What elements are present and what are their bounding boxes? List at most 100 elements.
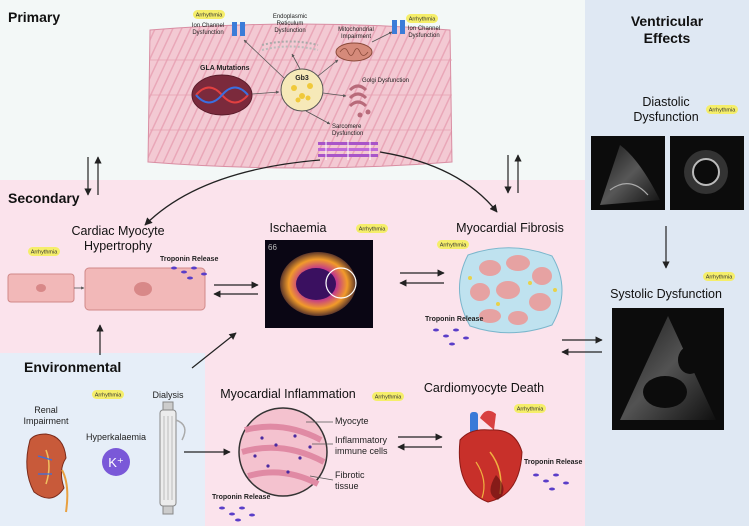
svg-text:Arrhythmia: Arrhythmia	[31, 250, 59, 256]
svg-text:Arrhythmia: Arrhythmia	[359, 227, 387, 233]
fibrosis-arrhythmia-badge: Arrhythmia	[437, 240, 469, 249]
mito-to-ion-right-arrow	[371, 31, 393, 43]
environmental-header: Environmental	[24, 359, 121, 375]
potassium-icon	[102, 448, 130, 476]
svg-text:Arrhythmia: Arrhythmia	[709, 108, 737, 114]
tissue-to-fibrosis-arrow	[379, 151, 498, 213]
hypertrophy-title-1: Cardiac Myocyte	[71, 224, 164, 238]
fibrotic-label-1: Fibrotic	[335, 470, 365, 480]
ion-right-arrhythmia-badge: Arrhythmia	[406, 14, 438, 23]
ventricular-header-line1: Ventricular	[631, 13, 704, 29]
hypertrophy-troponin-label: Troponin Release	[160, 256, 218, 263]
tissue-to-hypertrophy-arrow	[144, 159, 321, 226]
inflammation-troponin-icon	[219, 506, 255, 522]
environmental-to-ischaemia-arrow	[191, 332, 237, 369]
fibrotic-tissue-icon	[459, 247, 563, 334]
er-label-1: Endoplasmic	[273, 14, 307, 20]
hypertrophy-arrhythmia-badge: Arrhythmia	[28, 247, 60, 256]
potassium-symbol: K⁺	[108, 455, 124, 470]
er-label-3: Dysfunction	[274, 28, 305, 34]
ion-channel-right-icon	[392, 20, 405, 34]
svg-text:Arrhythmia: Arrhythmia	[409, 17, 437, 23]
mito-label-2: Impairment	[341, 34, 371, 40]
immune-label-2: immune cells	[335, 446, 388, 456]
systolic-arrhythmia-badge: Arrhythmia	[703, 272, 735, 281]
immune-label-1: Inflammatory	[335, 435, 388, 445]
gb3-to-er-arrow	[291, 53, 301, 70]
ion-left-label-1: Ion Channel	[192, 23, 224, 29]
systolic-title: Systolic Dysfunction	[610, 287, 722, 301]
ventricular-header-line2: Effects	[644, 30, 691, 46]
gla-to-gb3-arrow	[251, 90, 280, 95]
ion-left-arrhythmia-badge: Arrhythmia	[193, 10, 225, 19]
hypertrophy-title-2: Hypertrophy	[84, 239, 153, 253]
dialysis-label: Dialysis	[152, 390, 184, 400]
golgi-icon	[348, 84, 371, 118]
svg-text:Arrhythmia: Arrhythmia	[375, 395, 403, 401]
ion-left-label-2: Dysfunction	[192, 30, 223, 36]
renal-label-1: Renal	[34, 405, 58, 415]
secondary-header: Secondary	[8, 190, 80, 206]
inflamed-tissue-magnifier-icon	[238, 407, 328, 497]
gb3-lysosome-icon	[280, 68, 324, 112]
fibrotic-pointer	[309, 475, 334, 481]
renal-label-2: Impairment	[23, 416, 69, 426]
death-title: Cardiomyocyte Death	[424, 381, 544, 395]
svg-text:Arrhythmia: Arrhythmia	[517, 407, 545, 413]
death-troponin-icon	[533, 473, 569, 491]
kidney-icon	[26, 433, 69, 513]
ischaemia-perfusion-scan	[265, 240, 373, 328]
er-label-2: Reticulum	[277, 21, 304, 27]
diastolic-arrhythmia-badge: Arrhythmia	[706, 105, 738, 114]
gb3-to-golgi-arrow	[322, 92, 347, 98]
golgi-label: Golgi Dysfunction	[362, 78, 409, 84]
primary-header: Primary	[8, 9, 60, 25]
ischaemia-arrhythmia-badge: Arrhythmia	[356, 224, 388, 233]
gla-mutation-nucleus-icon	[191, 74, 253, 116]
fibrosis-title: Myocardial Fibrosis	[456, 221, 564, 235]
dialysis-filter-icon	[159, 401, 186, 515]
hypertrophy-troponin-icon	[171, 266, 207, 280]
svg-text:Arrhythmia: Arrhythmia	[95, 393, 123, 399]
mitochondria-icon	[335, 42, 373, 62]
inflammation-troponin-label: Troponin Release	[212, 494, 270, 501]
ion-right-label-1: Ion Channel	[408, 26, 440, 32]
svg-text:Arrhythmia: Arrhythmia	[706, 275, 734, 281]
ion-right-label-2: Dysfunction	[408, 33, 439, 39]
gb3-to-mito-arrow	[317, 59, 339, 77]
death-troponin-label: Troponin Release	[524, 459, 582, 466]
svg-text:Arrhythmia: Arrhythmia	[196, 13, 224, 19]
endoplasmic-reticulum-icon	[261, 40, 319, 51]
ion-channel-left-icon	[232, 22, 245, 36]
gb3-to-sarcomere-arrow	[305, 110, 331, 125]
hypertrophied-cardiomyocyte-icon	[84, 267, 206, 311]
diastolic-title-2: Dysfunction	[633, 110, 698, 124]
fibrosis-troponin-label: Troponin Release	[425, 316, 483, 323]
inflammation-title: Myocardial Inflammation	[220, 387, 356, 401]
heart-icon	[458, 410, 523, 503]
environmental-arrhythmia-badge: Arrhythmia	[92, 390, 124, 399]
svg-text:Arrhythmia: Arrhythmia	[440, 243, 468, 249]
fibrotic-label-2: tissue	[335, 481, 359, 491]
sarc-label-1: Sarcomere	[332, 124, 362, 130]
ventricular-region	[585, 0, 749, 526]
normal-cardiomyocyte-icon	[7, 273, 75, 303]
inflammation-arrhythmia-badge: Arrhythmia	[372, 392, 404, 401]
hyperkalaemia-label: Hyperkalaemia	[86, 432, 146, 442]
systolic-echo	[612, 308, 724, 430]
diastolic-echo-right	[670, 136, 744, 210]
gb3-to-ion-left-arrow	[243, 39, 285, 79]
ischaemia-title: Ischaemia	[270, 221, 327, 235]
fibrosis-troponin-icon	[433, 328, 469, 346]
gla-mutations-label: GLA Mutations	[200, 65, 250, 72]
sarcomere-icon	[318, 140, 378, 160]
myocyte-label: Myocyte	[335, 416, 369, 426]
scan-label: 66	[268, 243, 277, 252]
gb3-label: Gb3	[295, 75, 309, 82]
mito-label-1: Mitochondrial	[338, 27, 374, 33]
diastolic-title-1: Diastolic	[642, 95, 689, 109]
death-arrhythmia-badge: Arrhythmia	[514, 404, 546, 413]
diastolic-echo-left	[591, 136, 665, 210]
